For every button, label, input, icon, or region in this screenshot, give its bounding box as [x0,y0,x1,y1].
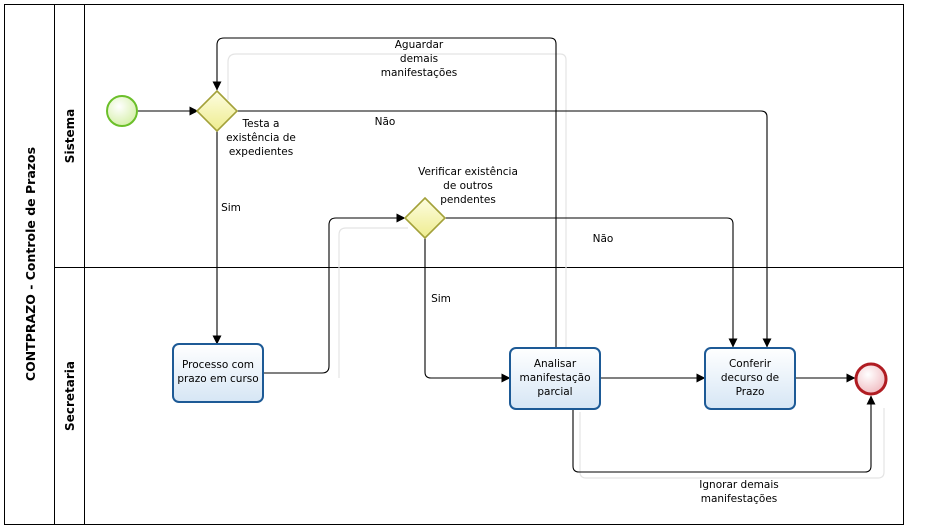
flow-label-sim-mid: Sim [431,293,451,305]
pool: CONTPRAZO - Controle de Prazos Sistema S… [4,4,904,525]
flow-verificar-sim-to-analisar [424,238,511,383]
task-conferir[interactable]: Conferir decurso de Prazo [704,347,796,410]
gateway-verificar-label: Verificar existência de outros pendentes [418,166,518,206]
end-event[interactable] [854,362,888,396]
gateway-testa-label-line3: expedientes [229,146,293,158]
flow-label-ignorar: Ignorar demais manifestações [699,479,778,505]
lane-label-sistema: Sistema [63,109,77,163]
flow-verificar-nao-to-conferir [445,217,738,348]
flow-processo-to-verificar [264,213,406,374]
task-analisar[interactable]: Analisar manifestação parcial [509,347,601,410]
flow-label-nao-top: Não [375,116,396,128]
task-analisar-line2: manifestação [519,372,590,384]
gateway-verificar-pendentes[interactable] [403,196,447,240]
gateway-testa-label-line2: existência de [226,132,296,144]
flow-label-aguardar-line1: Aguardar [395,39,444,51]
task-analisar-line1: Analisar [534,358,577,370]
gateway-verificar-label-line1: Verificar existência [418,166,518,178]
task-conferir-line1: Conferir [729,358,772,370]
lane-label-secretaria: Secretaria [63,361,77,431]
flow-label-sim-left: Sim [221,202,241,214]
flow-analisar-ignorar-to-end [572,395,876,473]
task-conferir-line3: Prazo [736,386,765,398]
task-analisar-line3: parcial [537,386,572,398]
start-event[interactable] [106,95,138,127]
flow-label-aguardar-line2: demais [400,53,438,65]
gateway-testa-expedientes[interactable] [195,89,239,133]
flow-analisar-to-testa [212,37,557,348]
flow-label-aguardar: Aguardar demais manifestações [381,39,458,79]
flow-label-aguardar-line3: manifestações [381,67,458,79]
flow-testa-nao-to-conferir [236,110,772,348]
connector-shadows [227,53,885,479]
flow-label-ignorar-line2: manifestações [701,493,778,505]
task-conferir-line2: decurso de [721,372,779,384]
gateway-verificar-label-line3: pendentes [440,194,496,206]
flow-label-nao-mid: Não [593,233,614,245]
task-processo[interactable]: Processo com prazo em curso [172,343,264,403]
sequence-flows [138,37,876,473]
gateway-testa-label: Testa a existência de expedientes [226,118,296,158]
flow-label-ignorar-line1: Ignorar demais [699,479,778,491]
pool-label: CONTPRAZO - Controle de Prazos [23,147,38,381]
gateway-testa-label-line1: Testa a [242,118,280,130]
task-processo-line1: Processo com [182,359,254,371]
task-processo-line2: prazo em curso [177,373,258,385]
pool-border [4,4,904,525]
gateway-verificar-label-line2: de outros [443,180,493,192]
